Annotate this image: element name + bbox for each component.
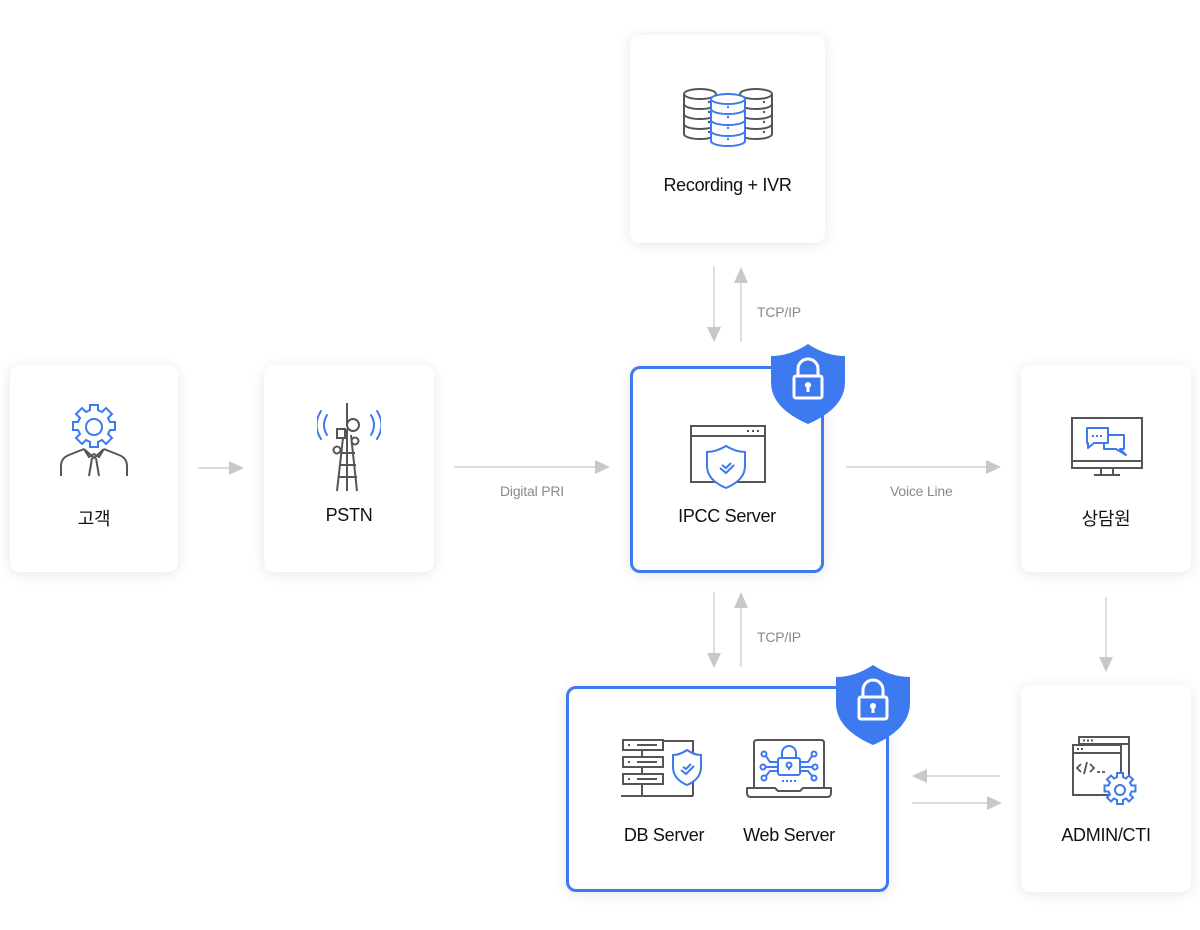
arrow-customer-to-pstn: [198, 461, 244, 475]
arrow-ipcc-to-db: [707, 592, 721, 668]
arrow-pstn-to-ipcc: [454, 460, 610, 474]
code-window-gear-icon: [1072, 736, 1137, 805]
arrow-agent-to-admin: [1099, 597, 1113, 672]
node-label: ADMIN/CTI: [1061, 825, 1151, 845]
node-label: 상담원: [1081, 509, 1131, 529]
node-label: DB Server: [623, 825, 705, 845]
node-admin-cti[interactable]: ADMIN/CTI: [1021, 685, 1191, 892]
node-label: 고객: [77, 509, 111, 529]
node-pstn[interactable]: PSTN: [264, 365, 434, 572]
node-label: Recording + IVR: [663, 175, 792, 195]
cell-tower-icon: [317, 403, 381, 492]
monitor-chat-icon: [1071, 417, 1143, 476]
database-stack-icon: [683, 88, 773, 147]
connection-label-tcpip-bottom: TCP/IP: [757, 629, 801, 645]
connection-label-voice-line: Voice Line: [890, 483, 953, 499]
arrow-db-to-admin: [912, 796, 1002, 810]
security-shield-badge-icon: [771, 344, 845, 424]
node-label: PSTN: [325, 505, 373, 525]
node-label: Web Server: [743, 825, 835, 845]
arrow-ipcc-to-agent: [846, 460, 1001, 474]
server-shield-icon: [621, 739, 702, 797]
connection-label-digital-pri: Digital PRI: [500, 483, 564, 499]
node-label: IPCC Server: [678, 506, 776, 526]
laptop-lock-icon: [746, 739, 832, 798]
arrow-recording-to-ipcc: [707, 266, 721, 342]
connection-label-tcpip-top: TCP/IP: [757, 304, 801, 320]
node-recording-ivr[interactable]: Recording + IVR: [630, 35, 825, 243]
arrow-admin-to-db: [912, 769, 1000, 783]
person-gear-icon: [60, 404, 128, 477]
node-db-server[interactable]: DB Server: [589, 729, 739, 879]
arrow-ipcc-to-recording: [734, 267, 748, 342]
node-customer[interactable]: 고객: [10, 365, 178, 572]
node-web-server[interactable]: Web Server: [714, 729, 864, 879]
security-shield-badge-icon: [836, 665, 910, 745]
node-agent[interactable]: 상담원: [1021, 365, 1191, 572]
node-group-db-web[interactable]: DB Server Web Server: [566, 686, 889, 892]
window-shield-icon: [690, 425, 766, 490]
arrow-db-to-ipcc: [734, 592, 748, 667]
